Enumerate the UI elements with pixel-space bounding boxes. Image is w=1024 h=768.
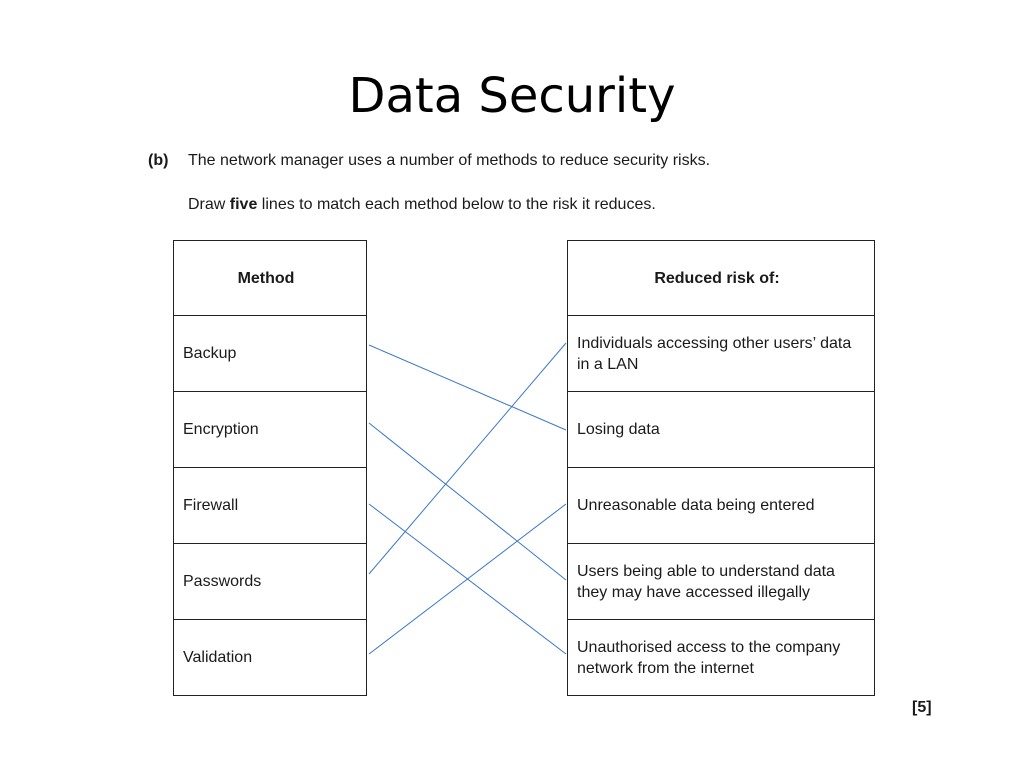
instruction-post: lines to match each method below to the … [257, 196, 656, 213]
match-line-validation [368, 503, 567, 655]
method-cell-passwords[interactable]: Passwords [173, 544, 367, 620]
risk-cell-lan-access[interactable]: Individuals accessing other users’ data … [567, 316, 875, 392]
method-cell-encryption[interactable]: Encryption [173, 392, 367, 468]
match-line-firewall [368, 503, 567, 655]
risk-cell-losing-data[interactable]: Losing data [567, 392, 875, 468]
question-instruction: Draw five lines to match each method bel… [188, 195, 656, 215]
risks-table: Reduced risk of: Individuals accessing o… [567, 240, 875, 696]
risk-cell-unauthorised-access[interactable]: Unauthorised access to the company netwo… [567, 620, 875, 696]
method-cell-backup[interactable]: Backup [173, 316, 367, 392]
method-cell-firewall[interactable]: Firewall [173, 468, 367, 544]
instruction-pre: Draw [188, 196, 230, 213]
instruction-bold: five [229, 196, 258, 213]
methods-table: Method Backup Encryption Firewall Passwo… [173, 240, 367, 696]
risk-cell-unreasonable-data[interactable]: Unreasonable data being entered [567, 468, 875, 544]
risk-cell-understand-data[interactable]: Users being able to understand data they… [567, 544, 875, 620]
match-line-passwords [368, 342, 567, 575]
risks-header: Reduced risk of: [567, 240, 875, 316]
method-cell-validation[interactable]: Validation [173, 620, 367, 696]
match-line-encryption [368, 422, 567, 581]
question-text: The network manager uses a number of met… [188, 152, 711, 169]
slide-title: Data Security [348, 68, 676, 124]
marks-label: [5] [912, 699, 932, 716]
match-line-backup [368, 344, 567, 431]
question-label: (b) [148, 152, 169, 169]
methods-header: Method [173, 240, 367, 316]
